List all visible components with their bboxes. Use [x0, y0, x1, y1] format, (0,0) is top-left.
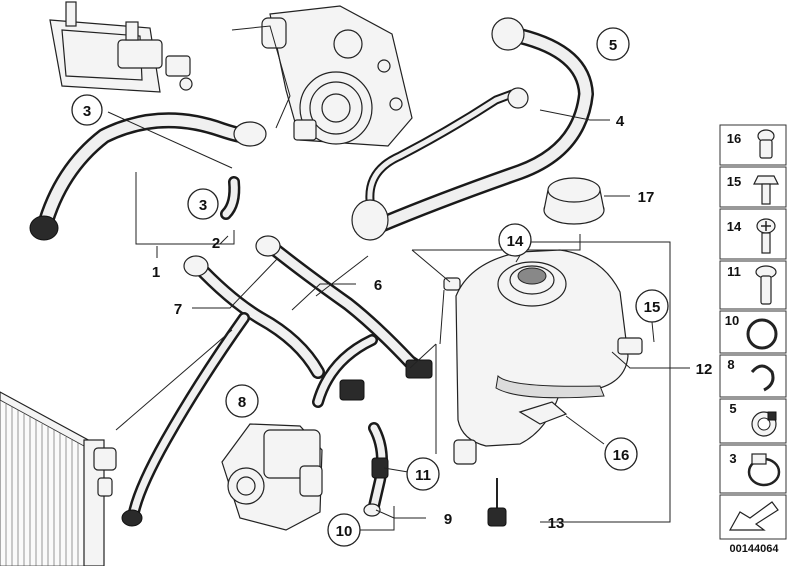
- phillips-screw-icon: [756, 218, 776, 254]
- callout-1: 1: [152, 264, 160, 281]
- filler-cap-illustration: [543, 177, 605, 225]
- worm-clamp-icon: [747, 453, 781, 487]
- legend-label-8: 8: [727, 357, 734, 372]
- callout-12: 12: [696, 361, 713, 378]
- direction-arrow-icon: [728, 501, 779, 531]
- callout-5: 5: [609, 37, 617, 54]
- callout-15: 15: [644, 299, 661, 316]
- hex-bolt-icon: [753, 175, 779, 205]
- legend-box-3: [719, 444, 787, 494]
- legend-label-3: 3: [729, 451, 736, 466]
- expansion-tank-illustration: [443, 249, 643, 465]
- legend-box-16: [719, 124, 787, 166]
- hose-illustrations: [29, 17, 594, 527]
- callout-circle-5: [596, 27, 630, 61]
- level-sensor-illustration: [487, 478, 507, 527]
- legend-label-5: 5: [729, 401, 736, 416]
- legend-label-14: 14: [727, 219, 742, 234]
- callout-10: 10: [336, 523, 353, 540]
- callout-circle-3b: [187, 188, 219, 220]
- callout-3a: 3: [83, 103, 91, 120]
- hose-clamp-icon: [751, 411, 777, 437]
- callout-circle-11: [406, 457, 440, 491]
- callout-7: 7: [174, 301, 182, 318]
- auxiliary-pump-illustration: [221, 423, 323, 531]
- callout-14: 14: [507, 233, 524, 250]
- o-ring-icon: [746, 318, 778, 350]
- callout-circle-16: [604, 437, 638, 471]
- callout-4: 4: [616, 113, 625, 130]
- callout-16: 16: [613, 447, 630, 464]
- callout-6: 6: [374, 277, 382, 294]
- catalog-number: 00144064: [730, 543, 780, 555]
- leader-lines: [107, 25, 690, 531]
- callout-circle-8: [225, 384, 259, 418]
- callout-circle-3a: [71, 94, 103, 126]
- callout-labels: 3 3 2 1 5 4 17 14 6 7 15 12 8 16 11 9 10…: [71, 27, 713, 547]
- water-pump-illustration: [261, 5, 413, 147]
- legend-label-15: 15: [727, 174, 741, 189]
- callout-circle-15: [635, 289, 669, 323]
- callout-9: 9: [444, 511, 452, 528]
- callout-circle-14: [498, 223, 532, 257]
- callout-2: 2: [212, 235, 220, 252]
- callout-circle-10: [327, 513, 361, 547]
- spring-clip-icon: [750, 364, 775, 392]
- parts-legend: 16 15 14 11 10: [719, 124, 787, 540]
- callout-3b: 3: [199, 197, 207, 214]
- thermostat-illustration: [49, 1, 193, 93]
- legend-box-8: [719, 354, 787, 398]
- radiator-illustration: [0, 391, 117, 567]
- legend-label-10: 10: [725, 313, 739, 328]
- legend-box-15: [719, 166, 787, 208]
- screw-cap-icon: [757, 129, 775, 159]
- legend-label-11: 11: [727, 264, 741, 279]
- callout-8: 8: [238, 394, 246, 411]
- callout-17: 17: [638, 189, 655, 206]
- torx-screw-icon: [755, 265, 777, 305]
- legend-box-14: [719, 208, 787, 260]
- legend-label-16: 16: [727, 131, 741, 146]
- callout-11: 11: [415, 467, 431, 484]
- callout-13: 13: [548, 515, 565, 532]
